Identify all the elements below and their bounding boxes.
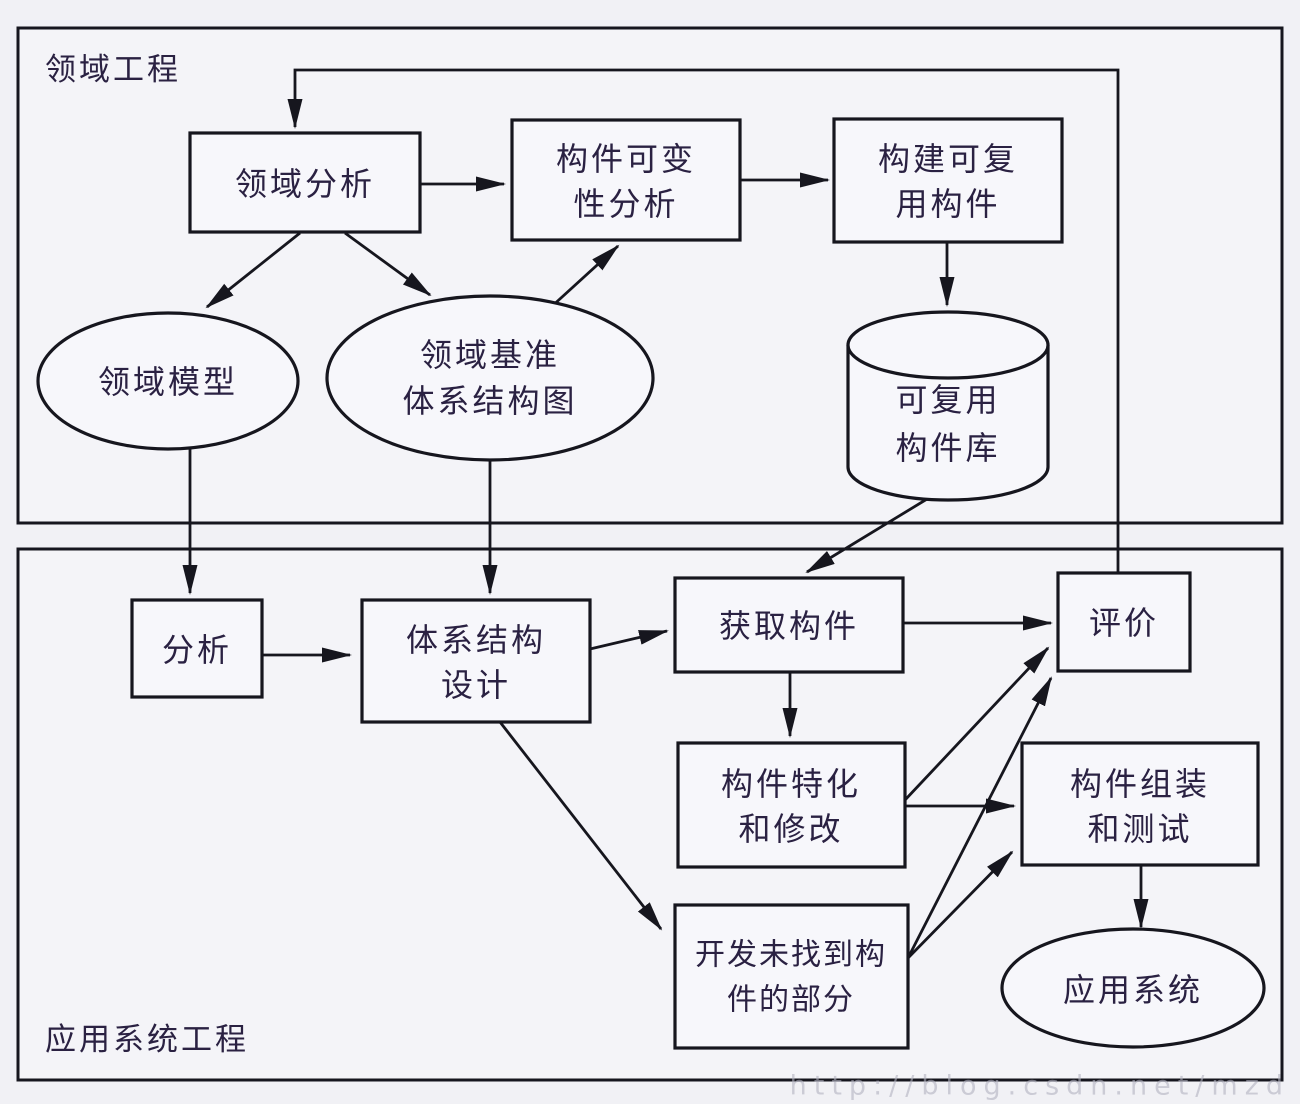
specialize-modify-label-line1: 构件特化 xyxy=(721,765,861,803)
node-variability-analysis: 构件可变 性分析 xyxy=(510,118,742,242)
arrow-develop-missing-to-evaluate xyxy=(906,676,1053,959)
arrow-evaluate-to-domain-analysis xyxy=(287,68,1120,573)
node-domain-analysis: 领域分析 xyxy=(188,131,422,234)
evaluate-label: 评价 xyxy=(1089,604,1159,642)
arrow-develop-missing-to-assemble-test xyxy=(907,850,1014,959)
domain-engineering-label: 领域工程 xyxy=(45,52,181,88)
arrow-specialize-modify-to-evaluate xyxy=(903,646,1050,801)
domain-architecture-label-line2: 体系结构图 xyxy=(402,382,577,420)
arrow-architecture-design-to-acquire-components xyxy=(589,629,669,651)
develop-missing-label-line2: 件的部分 xyxy=(727,983,855,1018)
node-specialize-modify: 构件特化 和修改 xyxy=(676,741,907,869)
node-develop-missing: 开发未找到构 件的部分 xyxy=(673,903,910,1050)
assemble-test-label-line2: 和测试 xyxy=(1087,810,1192,848)
build-reusable-label-line2: 用构件 xyxy=(895,185,1000,223)
architecture-design-label-line2: 设计 xyxy=(441,666,511,704)
arrow-architecture-design-to-develop-missing xyxy=(498,721,663,931)
node-evaluate: 评价 xyxy=(1056,571,1192,673)
acquire-components-label: 获取构件 xyxy=(719,607,859,645)
watermark-text: http://blog.csdn.net/mzd xyxy=(790,1071,1290,1102)
domain-architecture-label-line1: 领域基准 xyxy=(420,336,560,374)
architecture-design-label-line1: 体系结构 xyxy=(406,621,546,659)
arrow-domain-architecture-to-variability-analysis xyxy=(549,244,620,310)
node-acquire-components: 获取构件 xyxy=(673,576,905,674)
build-reusable-label-line1: 构建可复 xyxy=(878,140,1018,178)
arrow-domain-analysis-to-domain-architecture xyxy=(344,231,432,297)
node-assemble-test: 构件组装 和测试 xyxy=(1020,741,1260,867)
node-build-reusable: 构建可复 用构件 xyxy=(832,117,1064,244)
assemble-test-label-line1: 构件组装 xyxy=(1070,765,1210,803)
application-system-label: 应用系统 xyxy=(1063,971,1203,1009)
node-domain-model: 领域模型 xyxy=(36,311,300,451)
node-application-system: 应用系统 xyxy=(1000,927,1266,1049)
node-analysis: 分析 xyxy=(130,598,264,699)
arrow-domain-analysis-to-domain-model xyxy=(205,231,301,309)
application-engineering-label: 应用系统工程 xyxy=(45,1022,249,1058)
arrow-reusable-library-to-acquire-components xyxy=(805,494,933,574)
node-architecture-design: 体系结构 设计 xyxy=(360,598,592,724)
specialize-modify-label-line2: 和修改 xyxy=(738,810,843,848)
analysis-label: 分析 xyxy=(162,631,232,669)
variability-analysis-label-line1: 构件可变 xyxy=(556,140,696,178)
reusable-library-label-line1: 可复用 xyxy=(895,381,1000,419)
domain-analysis-label: 领域分析 xyxy=(235,165,375,203)
node-domain-architecture: 领域基准 体系结构图 xyxy=(325,294,655,462)
variability-analysis-label-line2: 性分析 xyxy=(573,185,678,223)
domain-engineering-section xyxy=(16,26,1284,525)
develop-missing-label-line1: 开发未找到构 xyxy=(695,938,887,973)
reusable-library-label-line2: 构件库 xyxy=(895,429,1000,467)
node-reusable-library: 可复用 构件库 xyxy=(846,310,1050,502)
database-cylinder-icon xyxy=(846,345,1050,502)
domain-model-label: 领域模型 xyxy=(98,363,238,401)
